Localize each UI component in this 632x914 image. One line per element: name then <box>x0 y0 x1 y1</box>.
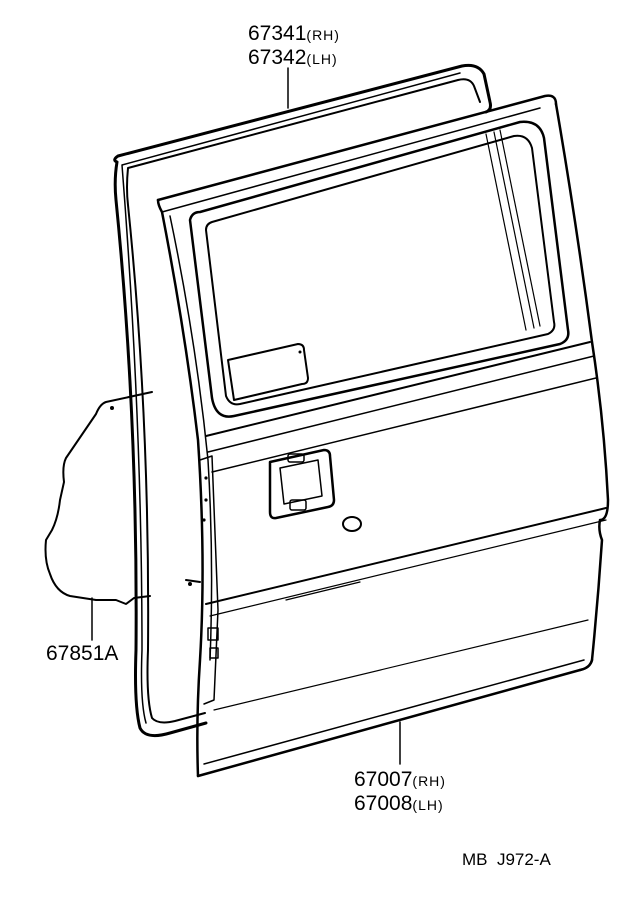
weatherstrip-seal <box>113 63 492 738</box>
footer-code: MB J972-A <box>462 850 551 869</box>
callout-67342: 67342(LH) <box>248 46 338 69</box>
hole-plug <box>342 516 362 532</box>
service-hole-cover <box>44 391 201 605</box>
callout-67851a: 67851A <box>46 642 118 665</box>
glass-label <box>227 343 309 401</box>
door-panel <box>156 94 610 778</box>
callout-67341: 67341(RH) <box>248 22 340 45</box>
callout-67008: 67008(LH) <box>354 792 444 815</box>
leader-lines <box>91 67 401 765</box>
window-frame <box>188 120 570 418</box>
door-handle <box>268 448 336 520</box>
callout-67007: 67007(RH) <box>354 768 446 791</box>
